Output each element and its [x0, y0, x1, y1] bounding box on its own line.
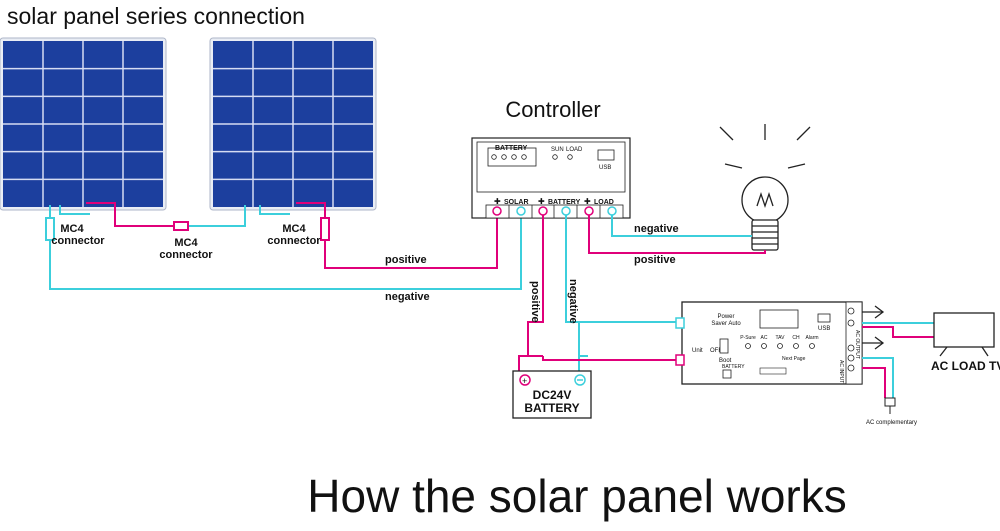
sun-led — [552, 154, 558, 160]
controller-usb-label: USB — [599, 165, 611, 171]
indicator-label: AC — [761, 335, 768, 341]
controller-battery-label: BATTERY — [495, 145, 528, 152]
positive-battery-label: positive — [529, 281, 541, 323]
boot-label: Boot — [719, 358, 732, 364]
battery-wires — [518, 215, 678, 372]
load-wires — [588, 215, 766, 254]
battery-level-leds — [491, 154, 527, 160]
lightbulb-icon — [719, 124, 811, 251]
mc4-right-label-1: MC4 — [282, 223, 306, 235]
ac-output-label: AC OUTPUT — [854, 330, 860, 359]
tv-icon — [933, 312, 995, 357]
battery-terminal-label: BATTERY — [548, 199, 581, 206]
controller-heading: Controller — [505, 97, 600, 122]
off-label: OFF — [710, 348, 722, 354]
panel-leads — [49, 202, 522, 290]
battery-voltage-label: DC24V — [533, 388, 572, 402]
ac-input-label: AC INPUT — [838, 360, 844, 383]
power-saver-label-2: Saver Auto — [711, 321, 741, 327]
power-switch — [719, 338, 729, 354]
mc4-right-label-2: connector — [267, 235, 321, 247]
mc4-connector-middle: MC4 connector — [159, 221, 213, 261]
controller-terminals — [485, 204, 624, 219]
battery: + DC24V BATTERY — [512, 370, 592, 419]
indicator-led — [745, 343, 751, 349]
controller-load-label: LOAD — [566, 147, 583, 153]
inverter-battery-label: BATTERY — [722, 364, 745, 370]
indicator-led — [777, 343, 783, 349]
ac-load-tv-label: AC LOAD TV — [931, 359, 1000, 373]
mc4-left-label-2: connector — [51, 235, 105, 247]
negative-battery-label: negative — [567, 279, 579, 324]
power-saver-label-1: Power — [717, 314, 734, 320]
diagram-title: solar panel series connection — [7, 3, 305, 29]
indicator-label: Alarm — [805, 335, 818, 341]
ac-plug-icon — [884, 397, 896, 414]
inverter-display — [759, 309, 799, 329]
next-page-label: Next Page — [782, 356, 806, 362]
indicator-label: TAV — [776, 335, 786, 341]
inverter: Power Saver Auto USB Unit OFF Boot P-Sur… — [675, 301, 863, 385]
indicator-led — [793, 343, 799, 349]
mc4-connector-left: MC4 connector — [45, 217, 105, 247]
load-terminal-label: LOAD — [594, 199, 614, 206]
battery-name-label: BATTERY — [524, 401, 579, 415]
plus-icon: ✚ — [584, 197, 591, 206]
solar-terminal-label: SOLAR — [504, 199, 529, 206]
output-terminals — [847, 307, 855, 372]
unit-label: Unit — [692, 348, 703, 354]
terminal-screws — [492, 206, 617, 216]
positive-solar-label: positive — [385, 254, 427, 266]
inverter-usb-label: USB — [818, 326, 830, 332]
indicator-label: CH — [792, 335, 800, 341]
mc4-mid-label-1: MC4 — [174, 237, 198, 249]
positive-load-label: positive — [634, 254, 676, 266]
indicator-leds: P-Sure AC TAV CH Alarm — [740, 335, 819, 349]
charge-controller: BATTERY SUN LOAD USB ✚ SOLAR ✚ BATTERY ✚… — [471, 137, 631, 219]
solar-panel-left — [0, 37, 167, 211]
mc4-mid-label-2: connector — [159, 249, 213, 261]
footer-caption: How the solar panel works — [307, 470, 846, 522]
indicator-led — [809, 343, 815, 349]
load-led — [567, 154, 573, 160]
indicator-label: P-Sure — [740, 335, 756, 341]
negative-solar-label: negative — [385, 291, 430, 303]
mc4-left-label-1: MC4 — [60, 223, 84, 235]
usb-port — [597, 149, 615, 161]
ac-output-wires — [862, 305, 935, 398]
plus-icon: ✚ — [494, 197, 501, 206]
inverter-usb-port — [817, 313, 831, 323]
ac-complementary-label: AC complementary — [866, 420, 917, 426]
plus-icon: ✚ — [538, 197, 545, 206]
controller-sun-label: SUN — [551, 147, 564, 153]
negative-load-label: negative — [634, 223, 679, 235]
indicator-led — [761, 343, 767, 349]
mc4-connector-right: MC4 connector — [267, 217, 330, 247]
battery-plus-icon: + — [522, 376, 527, 386]
solar-panel-right — [209, 37, 377, 211]
